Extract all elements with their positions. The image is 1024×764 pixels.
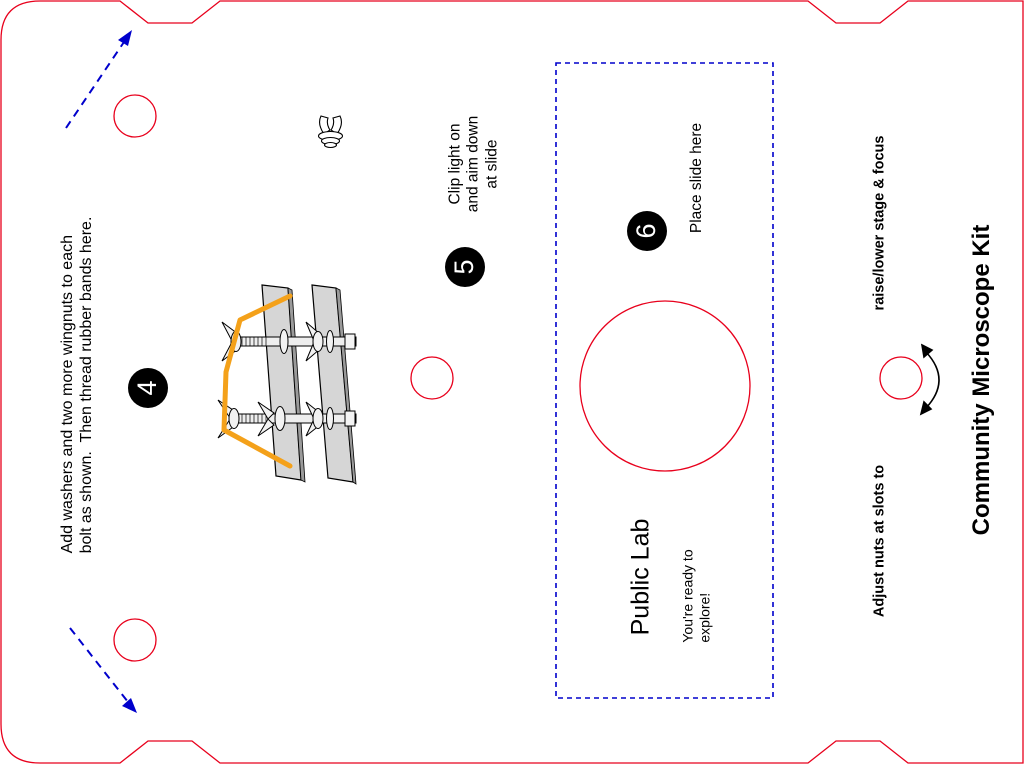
brand-name: Public Lab <box>626 518 655 636</box>
step-6-instructions: Place slide here <box>687 122 705 234</box>
lens-circle <box>579 300 751 472</box>
double-arrow-icon <box>919 343 940 416</box>
raise-label: raise/lower stage & focus <box>871 135 888 311</box>
step-5-badge <box>445 247 485 287</box>
dashed-arrow-icon <box>65 30 132 129</box>
step-5-instructions: Clip light on and aim down at slide <box>446 115 501 213</box>
hole-top-left <box>113 94 157 138</box>
bolt-assembly-illustration <box>217 284 357 485</box>
hole-center <box>410 356 454 400</box>
hole-focus <box>879 356 923 400</box>
step-5-number: 5 <box>449 259 480 275</box>
step-4-badge <box>128 368 168 408</box>
brand-tagline: You're ready to explore! <box>679 549 712 643</box>
step-4-number: 4 <box>132 380 163 396</box>
page-title: Community Microscope Kit <box>967 224 995 536</box>
dashed-arrow-icon <box>69 627 137 713</box>
step-4-instructions: Add washers and two more wingnuts to eac… <box>59 216 95 554</box>
slide-area <box>555 62 774 699</box>
wingnut-icon <box>317 115 344 149</box>
hole-bottom-left <box>113 618 157 662</box>
step-6-number: 6 <box>631 223 662 239</box>
adjust-label: Adjust nuts at slots to <box>871 464 888 618</box>
step-6-badge <box>627 211 667 251</box>
